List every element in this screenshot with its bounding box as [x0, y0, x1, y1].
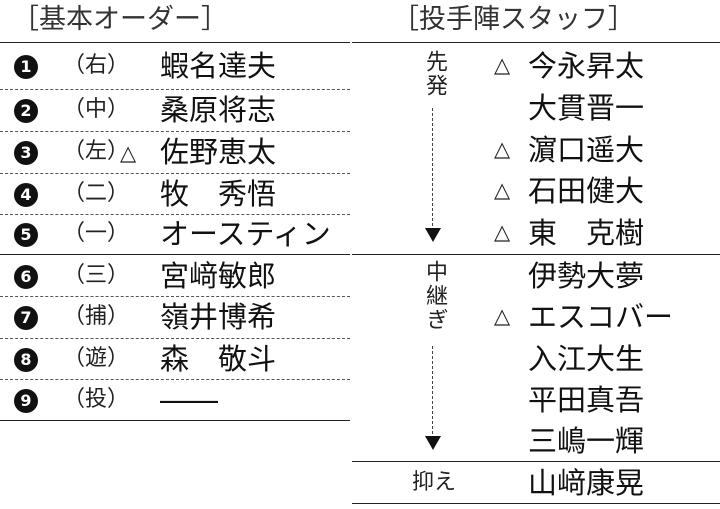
pitcher-row: △ 石田健大: [480, 170, 720, 212]
pitcher-row: 山﨑康晃: [480, 462, 720, 504]
pitcher-row: △ 東 克樹: [480, 212, 720, 254]
pitcher-row: 大貫晋一: [480, 87, 720, 129]
pitcher-row: △ 今永昇太: [480, 45, 720, 87]
pitcher-row: 平田真吾: [480, 379, 720, 421]
batter-position: （投）: [63, 387, 130, 412]
order-badge: 4: [14, 183, 38, 207]
batter-name: ――: [160, 383, 218, 417]
arrow-down-icon: [425, 436, 441, 450]
order-badge: 2: [14, 99, 38, 123]
lineup-title: ［基本オーダー］: [12, 4, 228, 35]
lineup-divider: [0, 173, 350, 174]
lineup-divider: [0, 296, 350, 297]
pitcher-name: 濵口遥大: [528, 133, 645, 167]
lineup-divider: [0, 379, 350, 380]
batter-name: 宮﨑敏郎: [160, 259, 277, 293]
pitcher-row: △ 濵口遥大: [480, 129, 720, 171]
lineup-divider: [0, 89, 350, 90]
pitcher-row: 入江大生: [480, 338, 720, 380]
pitcher-name: エスコバー: [528, 300, 674, 334]
pitcher-name: 大貫晋一: [528, 91, 645, 125]
batter-position: （二）: [63, 181, 130, 206]
batter-row: 5 （一） オースティン: [0, 213, 350, 255]
batter-row: 3 （左） △ 佐野恵太: [0, 131, 350, 173]
batter-position: （捕）: [63, 304, 130, 329]
pitcher-name: 東 克樹: [528, 216, 645, 250]
pitcher-name: 入江大生: [528, 342, 645, 376]
batter-position: （一）: [63, 221, 130, 246]
pitchers-closer-rule: [352, 461, 720, 462]
triangle-mark: △: [494, 304, 511, 328]
batter-row: 9 （投） ――: [0, 379, 350, 421]
role-label-relievers: 中継ぎ: [422, 260, 447, 332]
triangle-mark: △: [494, 137, 511, 161]
batter-name: 嶺井博希: [160, 300, 277, 334]
lineup-mid-rule: [0, 254, 350, 255]
pitcher-name: 山﨑康晃: [528, 466, 645, 500]
pitchers-bottom-rule: [352, 503, 720, 504]
pitchers-title: ［投手陣スタッフ］: [392, 4, 635, 35]
triangle-mark: △: [120, 141, 137, 165]
triangle-mark: △: [494, 53, 511, 77]
relievers-connector: [432, 346, 433, 434]
order-badge: 1: [14, 55, 38, 79]
pitcher-row: 伊勢大夢: [480, 255, 720, 297]
batter-row: 4 （二） 牧 秀悟: [0, 173, 350, 215]
arrow-down-icon: [425, 228, 441, 242]
order-badge: 7: [14, 306, 38, 330]
lineup-bottom-rule: [0, 420, 350, 421]
pitcher-name: 石田健大: [528, 174, 645, 208]
role-label-starters: 先発: [422, 50, 447, 98]
batter-row: 6 （三） 宮﨑敏郎: [0, 255, 350, 297]
triangle-mark: △: [494, 220, 511, 244]
lineup-divider: [0, 338, 350, 339]
lineup-divider: [0, 131, 350, 132]
pitcher-name: 伊勢大夢: [528, 259, 645, 293]
pitchers-top-rule: [352, 42, 720, 43]
lineup-top-rule: [0, 42, 350, 43]
batter-position: （右）: [63, 53, 130, 78]
batter-name: 蝦名達夫: [160, 49, 277, 83]
batter-row: 8 （遊） 森 敬斗: [0, 338, 350, 380]
order-badge: 5: [14, 223, 38, 247]
pitcher-name: 今永昇太: [528, 49, 645, 83]
order-badge: 3: [14, 141, 38, 165]
starters-connector: [432, 108, 433, 226]
order-badge: 8: [14, 348, 38, 372]
pitcher-name: 平田真吾: [528, 383, 645, 417]
order-badge: 9: [14, 389, 38, 413]
lineup-divider: [0, 214, 350, 215]
order-badge: 6: [14, 265, 38, 289]
pitcher-row: 三嶋一輝: [480, 420, 720, 462]
role-label-closer: 抑え: [412, 470, 457, 495]
pitchers-mid-rule: [352, 254, 720, 255]
batter-row: 7 （捕） 嶺井博希: [0, 296, 350, 338]
batter-row: 1 （右） 蝦名達夫: [0, 45, 350, 87]
batter-name: 桑原将志: [160, 93, 277, 127]
pitcher-row: △ エスコバー: [480, 296, 720, 338]
batter-position: （三）: [63, 263, 130, 288]
pitcher-name: 三嶋一輝: [528, 424, 645, 458]
batter-row: 2 （中） 桑原将志: [0, 89, 350, 131]
triangle-mark: △: [494, 178, 511, 202]
batter-name: オースティン: [160, 217, 331, 251]
batter-name: 森 敬斗: [160, 342, 277, 376]
batter-position: （左）: [63, 139, 130, 164]
batter-name: 牧 秀悟: [160, 177, 277, 211]
batter-name: 佐野恵太: [160, 135, 277, 169]
batter-position: （中）: [63, 97, 130, 122]
batter-position: （遊）: [63, 346, 130, 371]
